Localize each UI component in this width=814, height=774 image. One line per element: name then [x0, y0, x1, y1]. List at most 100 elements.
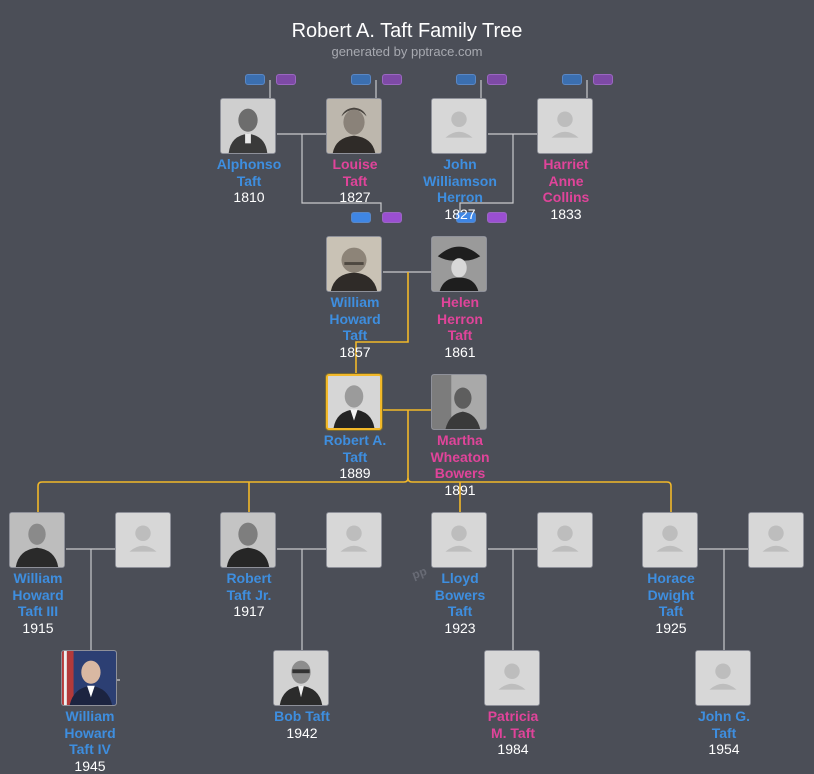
person-photo[interactable]: [326, 236, 382, 292]
person-photo[interactable]: [115, 512, 171, 568]
person-photo[interactable]: [273, 650, 329, 706]
person-name-line[interactable]: Collins: [542, 189, 590, 205]
person-name-line[interactable]: Taft Jr.: [226, 586, 272, 603]
placeholder-avatar-icon: [432, 513, 486, 567]
person-name-line[interactable]: Wheaton: [430, 448, 490, 465]
person-name-line[interactable]: Bob Taft: [274, 708, 330, 724]
person-photo[interactable]: [537, 512, 593, 568]
photo-icon: [432, 237, 486, 291]
expand-parents-button[interactable]: [562, 74, 582, 85]
person-name-line[interactable]: Horace: [647, 570, 695, 586]
person-photo[interactable]: [431, 98, 487, 154]
person-name-line[interactable]: Taft: [711, 724, 737, 741]
person-photo[interactable]: [326, 512, 382, 568]
person-name-line[interactable]: Taft: [342, 327, 368, 343]
person-name-line[interactable]: Howard: [329, 310, 381, 327]
expand-parents-button[interactable]: [456, 212, 476, 223]
birth-year: 1861: [444, 343, 476, 360]
person-name-line[interactable]: Bowers: [434, 586, 486, 603]
expand-parents-button[interactable]: [351, 212, 371, 223]
photo-icon: [62, 651, 116, 705]
expand-parents-button[interactable]: [456, 74, 476, 85]
expand-siblings-button[interactable]: [593, 74, 613, 85]
photo-icon: [274, 651, 328, 705]
expand-siblings-button[interactable]: [487, 74, 507, 85]
person-photo[interactable]: [326, 374, 382, 430]
expand-siblings-button[interactable]: [487, 212, 507, 223]
person-photo[interactable]: [431, 236, 487, 292]
person-name-line[interactable]: Howard: [64, 724, 116, 741]
person-name-line[interactable]: Robert A.: [323, 432, 387, 448]
photo-icon: [327, 99, 381, 153]
person-name-line[interactable]: Bowers: [434, 465, 486, 481]
person-photo[interactable]: [326, 98, 382, 154]
person-name-line[interactable]: Taft III: [17, 603, 59, 619]
placeholder-avatar-icon: [749, 513, 803, 567]
person-photo[interactable]: [61, 650, 117, 706]
person-name-line[interactable]: Martha: [437, 432, 483, 448]
birth-year: 1810: [233, 189, 265, 205]
person-photo[interactable]: [431, 512, 487, 568]
person-name-line[interactable]: Herron: [437, 189, 483, 205]
expand-siblings-button[interactable]: [382, 74, 402, 85]
photo-icon: [221, 513, 275, 567]
expand-parents-button[interactable]: [245, 74, 265, 85]
expand-siblings-button[interactable]: [382, 212, 402, 223]
person-name-line[interactable]: Taft: [658, 603, 684, 619]
person-name-line[interactable]: Taft IV: [69, 741, 111, 757]
person-photo[interactable]: [220, 98, 276, 154]
person-name-line[interactable]: William: [330, 294, 380, 310]
person-photo[interactable]: [9, 512, 65, 568]
person-name-line[interactable]: Taft: [342, 172, 368, 189]
person-name-line[interactable]: Alphonso: [216, 156, 282, 172]
person-photo[interactable]: [431, 374, 487, 430]
person-name-line[interactable]: M. Taft: [490, 724, 536, 741]
person-name-line[interactable]: William: [13, 570, 63, 586]
person-name-line[interactable]: Louise: [332, 156, 378, 172]
person-name-line[interactable]: Howard: [12, 586, 64, 603]
placeholder-avatar-icon: [538, 513, 592, 567]
person-name-line[interactable]: Anne: [548, 172, 584, 189]
placeholder-avatar-icon: [116, 513, 170, 567]
person-name-line[interactable]: Williamson: [423, 172, 497, 189]
person-name-line[interactable]: Taft: [236, 172, 262, 189]
person-name-line[interactable]: Robert: [226, 570, 272, 586]
person-photo[interactable]: [484, 650, 540, 706]
person-name-line[interactable]: Helen: [440, 294, 480, 310]
expand-parents-button[interactable]: [351, 74, 371, 85]
person-name-line[interactable]: Taft: [342, 448, 368, 465]
person-name-line[interactable]: Herron: [437, 310, 483, 327]
person-name-line[interactable]: Lloyd: [441, 570, 479, 586]
placeholder-avatar-icon: [432, 99, 486, 153]
expand-siblings-button[interactable]: [276, 74, 296, 85]
person-photo[interactable]: [695, 650, 751, 706]
person-name-line[interactable]: Taft: [447, 327, 473, 343]
birth-year: 1925: [655, 619, 687, 636]
birth-year: 1827: [444, 205, 476, 222]
person-name-line[interactable]: John: [443, 156, 477, 172]
person-name-line[interactable]: Taft: [447, 603, 473, 619]
person-name-line[interactable]: William: [65, 708, 115, 724]
person-photo[interactable]: [642, 512, 698, 568]
person-name-line[interactable]: Patricia: [487, 708, 539, 724]
photo-icon: [327, 237, 381, 291]
page-title: Robert A. Taft Family Tree: [291, 20, 523, 42]
person-name-line[interactable]: Harriet: [543, 156, 589, 172]
person-photo[interactable]: [220, 512, 276, 568]
person-photo[interactable]: [748, 512, 804, 568]
person-photo[interactable]: [537, 98, 593, 154]
person-name-line[interactable]: John G.: [697, 708, 751, 724]
person-name-line[interactable]: Dwight: [647, 586, 695, 603]
